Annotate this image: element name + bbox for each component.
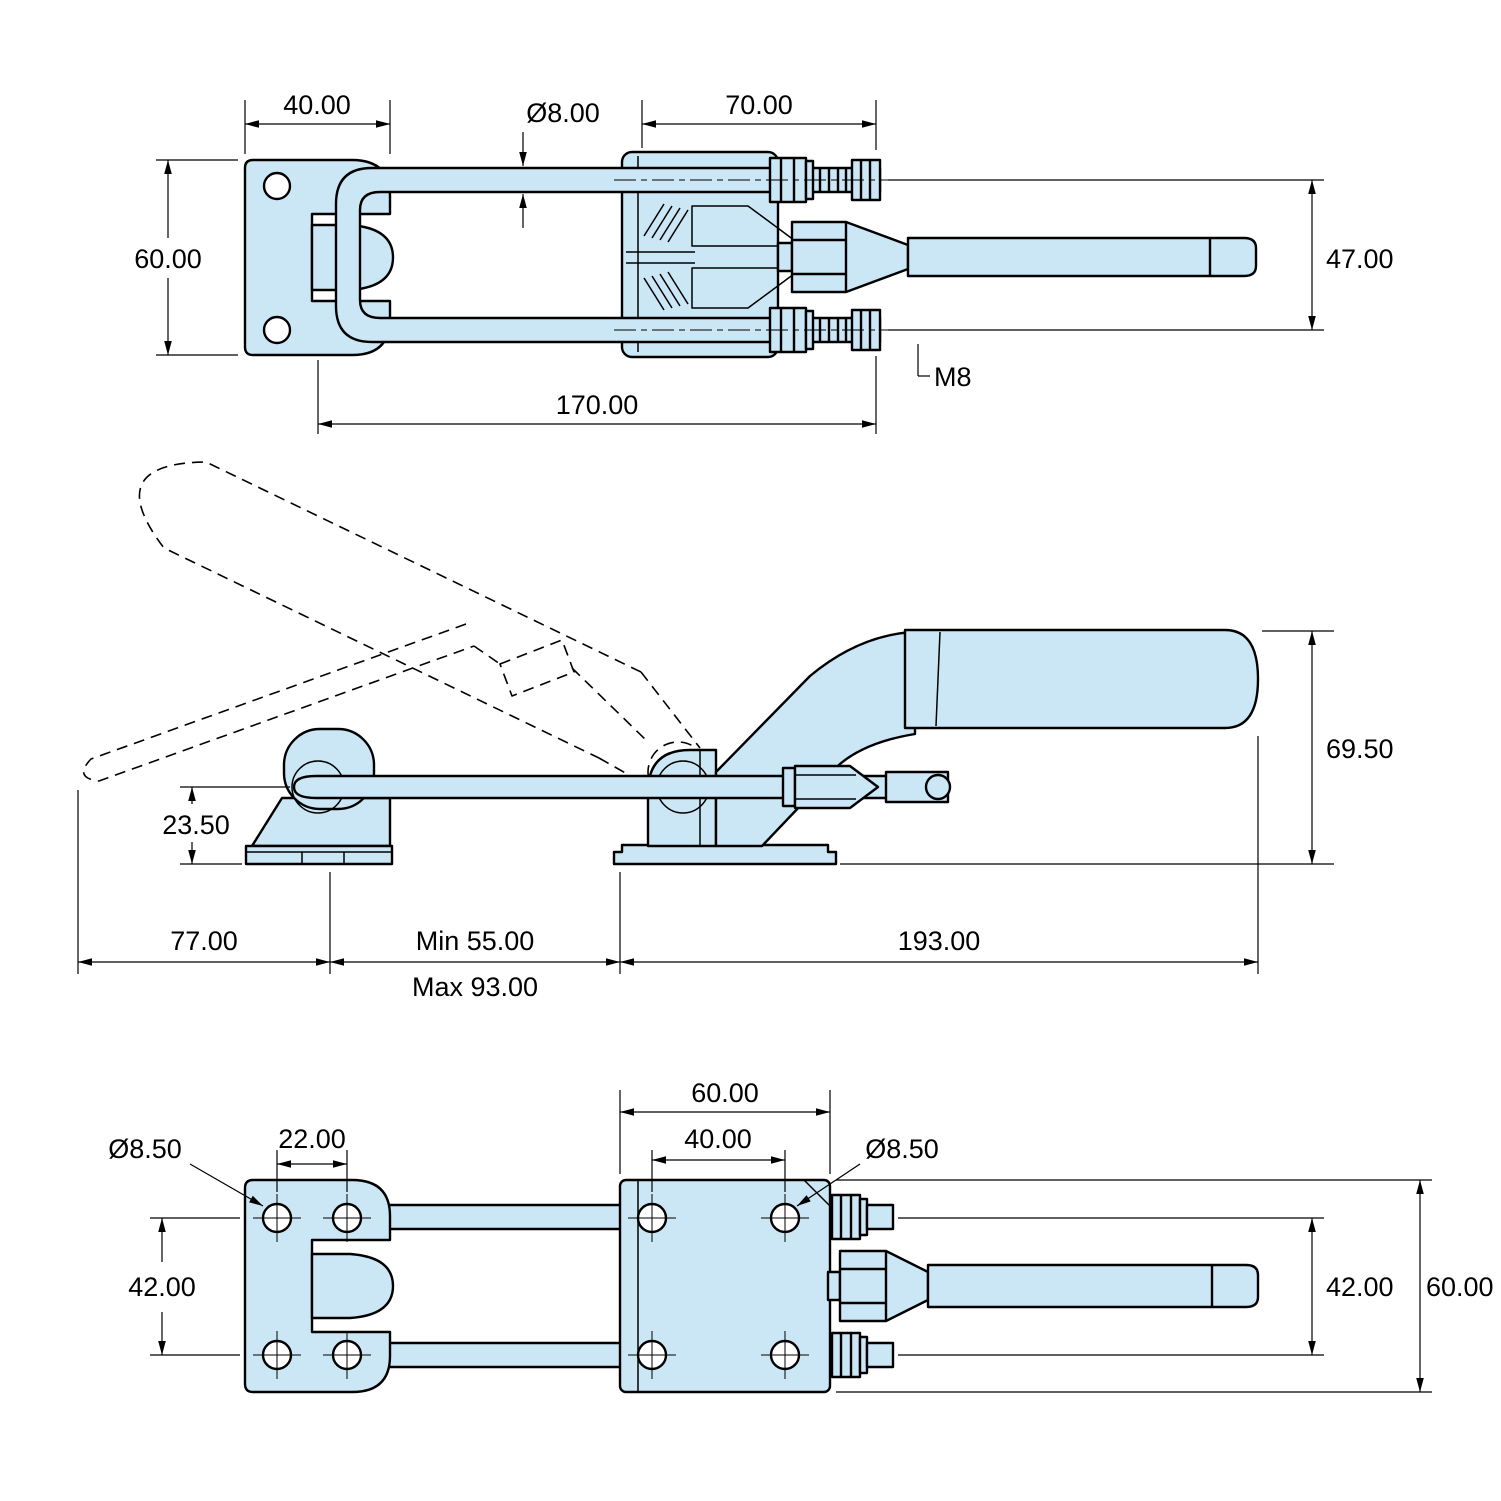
latch-hook-bottom: [310, 1252, 395, 1320]
spindle-shaft-bottom: [926, 1263, 1260, 1309]
mounting-hole: [262, 171, 292, 201]
rod-nut-bottom-view-bottom: [830, 1331, 895, 1379]
rod-nut-bottom-view-top: [830, 1193, 895, 1241]
dim-label-60: 60.00: [134, 244, 202, 274]
dim-label-47: 47.00: [1326, 244, 1394, 274]
dim-77: 77.00: [77, 790, 331, 974]
dim-69-5: 69.50: [840, 630, 1394, 865]
dim-label-70: 70.00: [725, 90, 793, 120]
link-pin: [924, 773, 952, 801]
dim-label-193: 193.00: [898, 926, 981, 956]
dim-label-min: Min 55.00: [416, 926, 535, 956]
dim-label-42-right: 42.00: [1326, 1272, 1394, 1302]
dim-label-23-5: 23.50: [162, 810, 230, 840]
dim-label-dia8-5-right: Ø8.50: [865, 1134, 939, 1164]
spindle-nut-side: [793, 764, 880, 810]
dim-70: 70.00: [641, 90, 877, 150]
dim-label-77: 77.00: [170, 926, 238, 956]
mounting-hole: [262, 315, 292, 345]
dim-label-170: 170.00: [556, 390, 639, 420]
handle-grip-line: [935, 631, 941, 727]
dim-60-right: 60.00: [836, 1179, 1494, 1393]
bottom-view: 60.00 40.00 Ø8.50 22.00 Ø8.50: [108, 1078, 1494, 1394]
callout-dia8-5-left: Ø8.50: [108, 1134, 264, 1207]
dim-47-right: 47.00: [888, 179, 1394, 331]
dim-label-max: Max 93.00: [412, 972, 538, 1002]
dim-label-40-bottom: 40.00: [684, 1124, 752, 1154]
dim-label-69-5: 69.50: [1326, 734, 1394, 764]
handle: [903, 628, 1260, 730]
callout-m8: M8: [917, 344, 972, 392]
spindle-bottom-view: [826, 1249, 1260, 1323]
dim-170: 170.00: [317, 356, 877, 434]
dim-label-40: 40.00: [283, 90, 351, 120]
top-view: 40.00 Ø8.00 70.00 60.00: [134, 90, 1394, 434]
latch-bracket-foot: [244, 844, 394, 866]
top-view-parts: [243, 150, 1258, 359]
dim-22: 22.00: [276, 1124, 348, 1192]
dim-193: 193.00: [620, 736, 1259, 974]
latch-plate-bottom: [243, 1178, 392, 1394]
dim-40-bottom-view: 40.00: [651, 1124, 786, 1192]
dim-label-42-left: 42.00: [128, 1272, 196, 1302]
dim-label-60-top: 60.00: [691, 1078, 759, 1108]
phantom-latch-rod: [82, 623, 475, 782]
latch-bracket-details: [246, 851, 392, 864]
bottom-view-dimensions: 60.00 40.00 Ø8.50 22.00 Ø8.50: [108, 1078, 1494, 1393]
hole-crosshairs: [253, 1194, 809, 1379]
dim-min-max: Min 55.00 Max 93.00: [330, 872, 621, 1002]
dim-60-top: 60.00: [619, 1078, 831, 1174]
callout-dia8-5-right: Ø8.50: [796, 1134, 939, 1207]
top-view-dimensions: 40.00 Ø8.00 70.00 60.00: [134, 90, 1394, 434]
latch-rod-side: [292, 774, 892, 800]
spindle: [776, 220, 1258, 294]
dim-label-dia8-5-left: Ø8.50: [108, 1134, 182, 1164]
side-view-dimensions: 23.50 77.00 Min 55.00 Max 93.00 193.00: [77, 630, 1394, 1002]
spindle-washer: [781, 766, 797, 808]
dim-42-left: 42.00: [128, 1217, 240, 1356]
dim-60-left: 60.00: [134, 159, 238, 356]
dim-dia8: Ø8.00: [519, 98, 600, 228]
dim-label-dia8: Ø8.00: [526, 98, 600, 128]
dim-40: 40.00: [244, 90, 391, 154]
side-view-parts: [244, 628, 1260, 866]
dim-label-m8: M8: [934, 362, 972, 392]
base-plate: [612, 843, 838, 866]
dim-label-22: 22.00: [278, 1124, 346, 1154]
dim-label-60-right: 60.00: [1426, 1272, 1494, 1302]
dim-42-right: 42.00: [898, 1217, 1394, 1356]
phantom-spindle-nut: [499, 639, 575, 697]
side-view: 23.50 77.00 Min 55.00 Max 93.00 193.00: [77, 461, 1394, 1002]
spindle-shaft: [906, 236, 1258, 278]
dim-23-5: 23.50: [162, 786, 290, 865]
